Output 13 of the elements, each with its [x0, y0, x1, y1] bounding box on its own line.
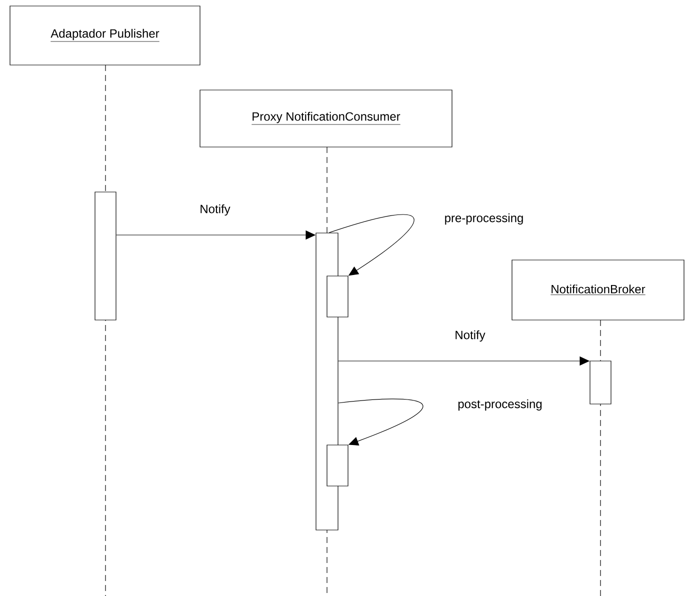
edge-label: Notify [454, 329, 486, 343]
activation-bar [94, 192, 116, 320]
object-box: Proxy NotificationConsumer [200, 90, 452, 148]
object-box: Adaptador Publisher [10, 6, 200, 66]
activation-bar [590, 360, 612, 404]
edge-label: post-processing [456, 398, 544, 412]
activation-bar [326, 444, 348, 486]
edge-label: Notify [198, 203, 232, 217]
activation-bar [326, 276, 348, 318]
arrow [328, 214, 414, 276]
arrow [338, 398, 424, 446]
object-box: NotificationBroker [512, 260, 684, 320]
edge-label: pre-processing [443, 212, 525, 226]
